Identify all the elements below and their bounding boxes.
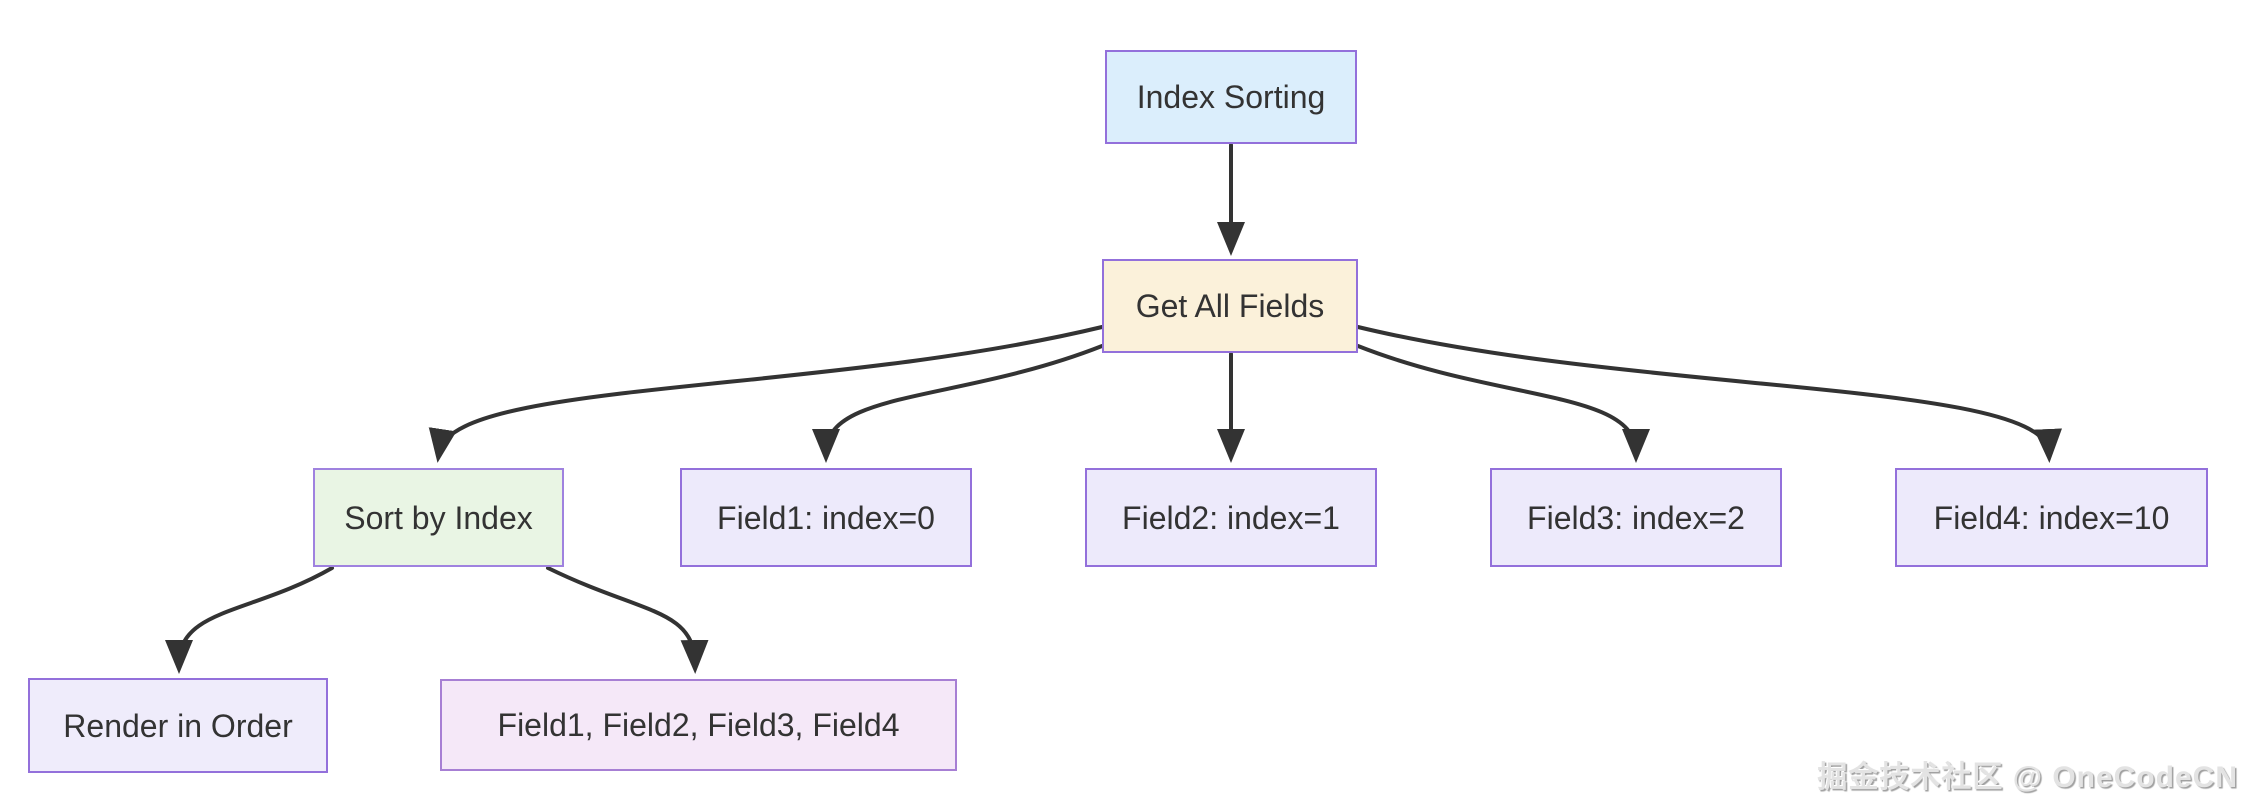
node-label-field-list: Field1, Field2, Field3, Field4: [497, 707, 900, 743]
node-label-sort-by-index: Sort by Index: [344, 499, 533, 536]
node-field1: Field1: index=0: [680, 468, 972, 567]
node-render-in-order: Render in Order: [28, 678, 328, 773]
edge-group: [165, 143, 2062, 674]
edge-sort-by-index-to-field-list: [546, 566, 709, 674]
node-label-index-sorting: Index Sorting: [1136, 79, 1326, 115]
edge-get-all-fields-to-sort-by-index: [428, 325, 1104, 463]
watermark-text: 掘金技术社区 @ OneCodeCN: [1817, 761, 2238, 794]
node-label-field3: Field3: index=2: [1527, 499, 1745, 536]
node-get-all-fields: Get All Fields: [1102, 259, 1358, 353]
node-label-get-all-fields: Get All Fields: [1135, 288, 1325, 324]
edge-get-all-fields-to-field1: [812, 344, 1104, 463]
node-label-field4: Field4: index=10: [1933, 499, 2170, 536]
node-label-field2: Field2: index=1: [1122, 499, 1340, 536]
node-index-sorting: Index Sorting: [1105, 50, 1357, 144]
node-label-field1: Field1: index=0: [717, 499, 935, 536]
node-field-list: Field1, Field2, Field3, Field4: [440, 679, 957, 771]
node-field2: Field2: index=1: [1085, 468, 1377, 567]
node-field3: Field3: index=2: [1490, 468, 1782, 567]
node-field4: Field4: index=10: [1895, 468, 2208, 567]
node-label-render-in-order: Render in Order: [63, 707, 293, 744]
edge-get-all-fields-to-field4: [1356, 325, 2062, 463]
edge-sort-by-index-to-render-in-order: [165, 566, 334, 674]
edge-get-all-fields-to-field3: [1356, 344, 1650, 463]
node-sort-by-index: Sort by Index: [313, 468, 564, 567]
